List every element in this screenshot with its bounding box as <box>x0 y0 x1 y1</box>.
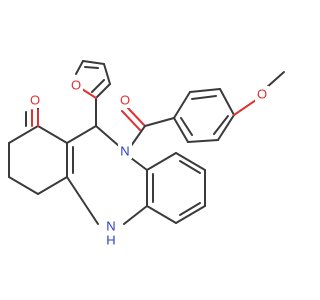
ketone-oxygen-atom: O <box>28 92 42 108</box>
svg-text:O: O <box>30 93 40 108</box>
svg-text:N: N <box>120 144 129 159</box>
svg-text:O: O <box>257 87 267 102</box>
ketone-bond <box>31 109 39 127</box>
atom-labels: O O O O N N H <box>28 77 269 248</box>
cyclohexenone-ring <box>8 107 74 195</box>
methoxy-oxygen-atom: O <box>255 86 269 102</box>
svg-text:H: H <box>106 233 115 248</box>
amine-hydrogen-atom: H <box>104 232 118 248</box>
methoxy-group <box>233 71 285 116</box>
molecule-structure: O O O O N N H <box>8 60 285 248</box>
amide-bond <box>121 106 175 147</box>
benzo-ring <box>146 152 206 224</box>
svg-text:O: O <box>71 78 81 93</box>
furan-oxygen-atom: O <box>69 77 83 93</box>
amine-nitrogen-atom: N <box>104 218 118 234</box>
furan-ring <box>75 60 111 127</box>
ring-nitrogen-atom: N <box>118 143 132 159</box>
svg-text:N: N <box>106 219 115 234</box>
amide-oxygen-atom: O <box>118 92 132 108</box>
svg-text:O: O <box>120 93 130 108</box>
bonds <box>8 60 285 225</box>
diazepine-ring <box>66 125 148 225</box>
methoxyphenyl-ring <box>173 88 235 143</box>
